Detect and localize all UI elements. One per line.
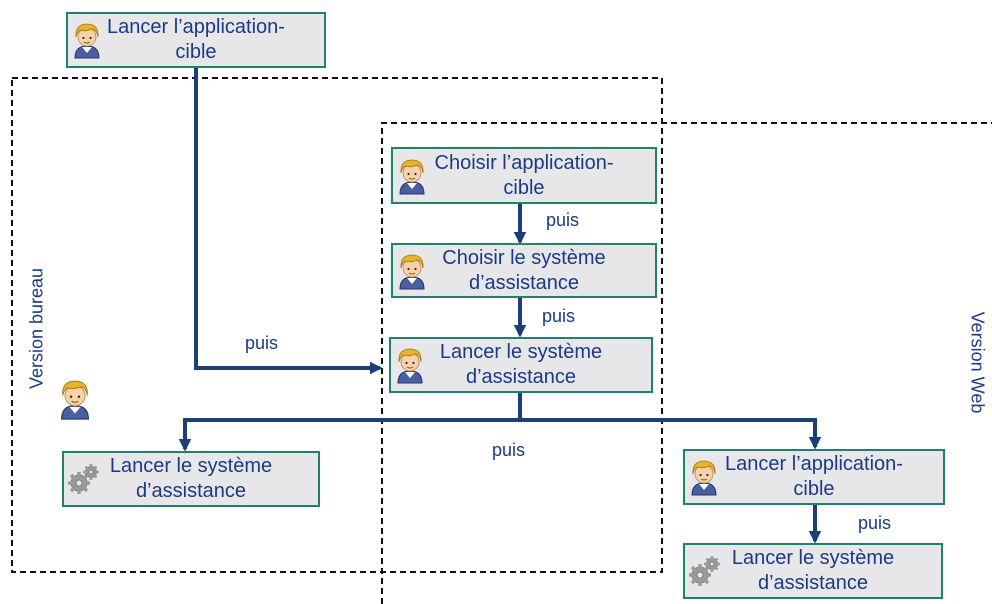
box-label: Lancer le système d’assistance — [439, 341, 603, 388]
region-label-web: Version Web — [967, 311, 988, 414]
user-icon — [395, 251, 429, 291]
box-label: Lancer le système d’assistance — [731, 547, 895, 594]
connector-label: puis — [245, 333, 279, 353]
connector-label: puis — [858, 513, 892, 533]
box-launch-target-right: Lancer l’application- cible — [683, 449, 945, 505]
gears-icon — [66, 459, 100, 499]
connector-label: puis — [546, 210, 580, 230]
region-label-desktop: Version bureau — [26, 267, 47, 390]
gears-icon — [687, 551, 721, 591]
connector-label: puis — [542, 306, 576, 326]
user-icon — [395, 156, 429, 196]
web-region-frame — [381, 122, 992, 604]
box-label: Choisir le système d’assistance — [442, 246, 606, 294]
desktop-region-frame — [11, 77, 663, 573]
user-icon — [56, 375, 94, 423]
arrow-branch-right — [520, 418, 822, 450]
user-icon — [393, 345, 427, 385]
box-choose-assistance: Choisir le système d’assistance — [391, 243, 657, 298]
box-launch-assistance-middle: Lancer le système d’assistance — [389, 337, 653, 393]
arrow-top-to-middle — [194, 68, 383, 375]
box-label: Lancer l’application- cible — [725, 453, 903, 500]
box-label: Lancer l’application- cible — [107, 16, 285, 63]
box-label: Choisir l’application- cible — [434, 151, 614, 199]
box-choose-target: Choisir l’application- cible — [391, 147, 657, 204]
user-icon — [70, 20, 104, 60]
arrow-branch-left — [178, 418, 520, 452]
box-launch-assistance-left: Lancer le système d’assistance — [62, 451, 320, 507]
box-launch-target-top: Lancer l’application- cible — [66, 12, 326, 68]
box-launch-assistance-right: Lancer le système d’assistance — [683, 543, 943, 599]
connector-label: puis — [492, 440, 526, 460]
box-label: Lancer le système d’assistance — [109, 455, 273, 502]
user-icon — [687, 457, 721, 497]
